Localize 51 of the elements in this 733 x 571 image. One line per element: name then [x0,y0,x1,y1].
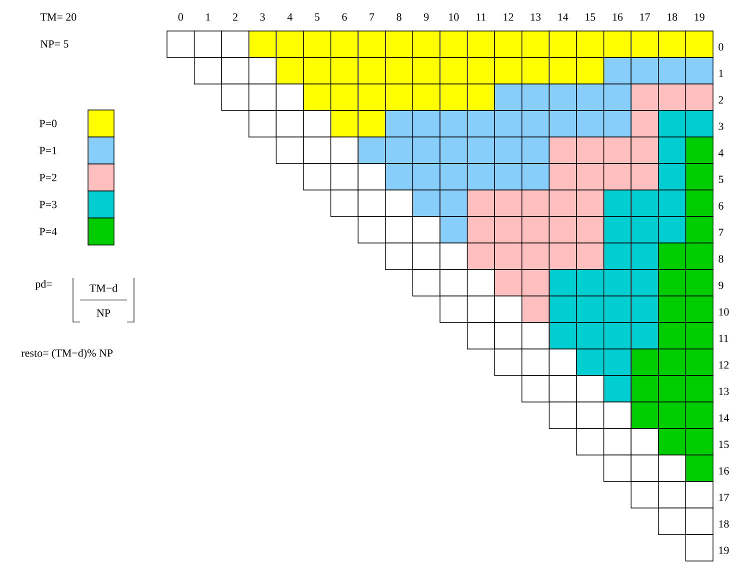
row-number: 4 [718,149,724,157]
legend-label: P=1 [40,146,56,154]
column-number: 3 [260,13,265,21]
legend-label: P=2 [40,174,56,182]
column-number: 6 [342,13,347,21]
column-number: 7 [370,13,374,21]
column-number: 19 [694,13,704,21]
formula-text: NP [96,309,110,317]
column-number: 2 [233,13,238,21]
column-number: 17 [640,13,650,21]
column-number: 16 [612,13,623,21]
legend-label: P=0 [40,120,57,128]
row-number: 6 [718,202,724,210]
row-number: 9 [718,282,724,290]
formula-text: TM−d [90,284,118,292]
column-number: 15 [586,13,596,21]
column-number: 0 [178,13,183,21]
parameter-text: TM= 20 [40,13,76,21]
legend-label: P=3 [40,200,57,208]
column-number: 10 [449,13,459,21]
row-number: 8 [718,255,724,263]
row-number: 18 [719,520,729,528]
column-number: 18 [668,13,678,21]
row-number: 5 [718,176,724,184]
formula-text: resto= (TM−d)% NP [21,349,113,359]
column-number: 4 [287,13,292,21]
column-number: 9 [424,13,429,21]
row-number: 13 [719,388,729,396]
row-number: 7 [718,228,724,236]
row-number: 17 [719,494,729,502]
row-number: 12 [719,361,729,369]
parameter-text: NP= 5 [40,40,68,48]
column-number: 1 [206,13,210,21]
column-number: 12 [504,13,514,21]
row-number: 16 [719,467,729,475]
row-number: 14 [719,414,730,422]
column-number: 11 [476,13,486,21]
column-number: 14 [558,13,568,21]
row-number: 19 [719,546,729,554]
column-number: 5 [315,13,320,21]
row-number: 10 [719,308,729,316]
column-number: 13 [531,13,541,21]
row-number: 15 [719,440,729,448]
row-number: 11 [719,334,728,342]
formula-text: pd= [35,280,52,290]
row-number: 1 [719,70,724,78]
column-number: 8 [396,13,402,21]
row-number: 2 [718,96,724,104]
row-number: 0 [718,43,724,51]
legend-label: P=4 [40,228,57,236]
row-number: 3 [718,122,724,130]
